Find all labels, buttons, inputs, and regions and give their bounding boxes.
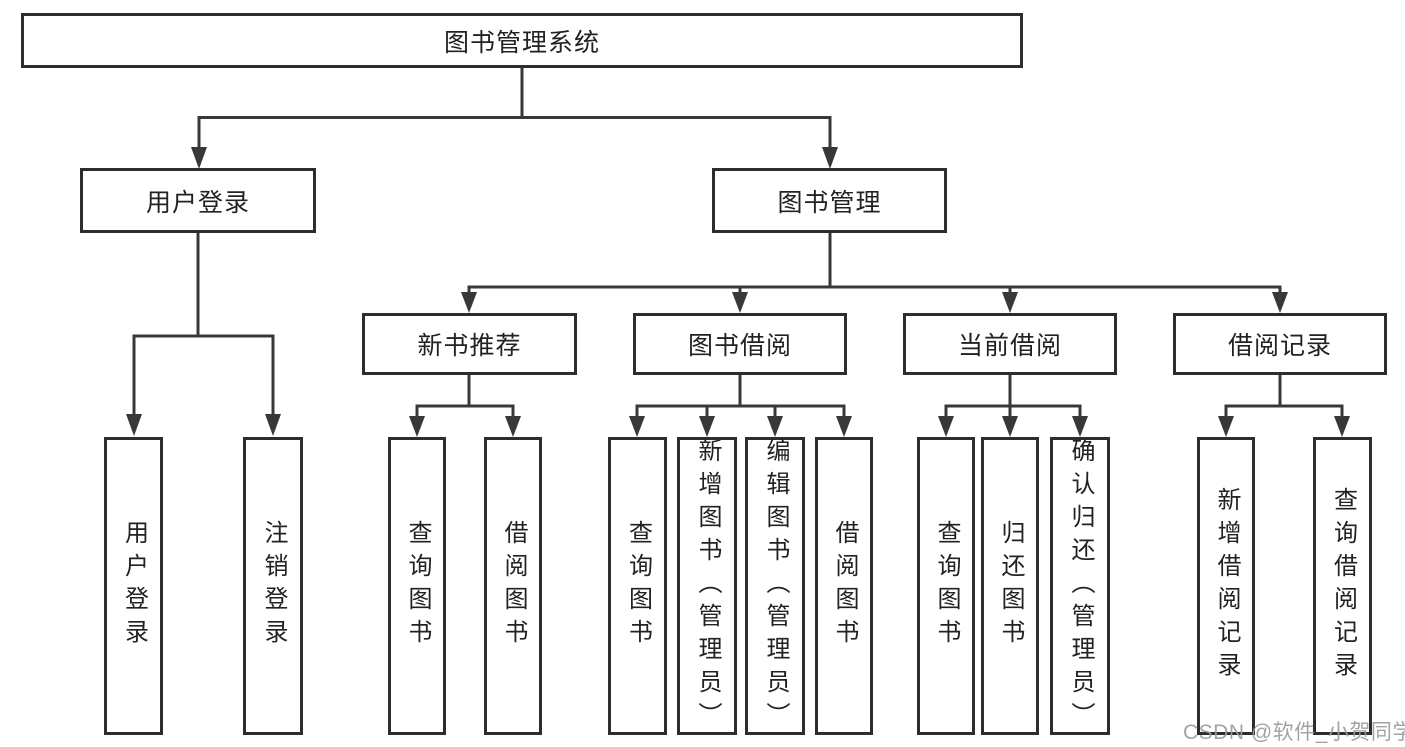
node-label: 借阅图书 xyxy=(831,520,858,652)
node-label: 查询图书 xyxy=(624,520,652,652)
node-label: 新书推荐 xyxy=(417,332,522,360)
leaf-user-login: 用户登录 xyxy=(104,437,163,735)
node-label: 用户登录 xyxy=(120,520,148,652)
node-label: 确认归还（管理员） xyxy=(1067,437,1094,735)
watermark: CSDN @软件_小贺同学 xyxy=(1183,721,1405,744)
node-label: 图书借阅 xyxy=(687,332,792,360)
node-label: 查询借阅记录 xyxy=(1329,487,1357,685)
leaf-borrow-books: 借阅图书 xyxy=(815,437,873,735)
leaf-return-books: 归还图书 xyxy=(981,437,1039,735)
node-label: 用户登录 xyxy=(145,188,250,217)
leaf-query-books-current: 查询图书 xyxy=(917,437,975,735)
node-library-system: 图书管理系统 xyxy=(21,13,1023,68)
leaf-query-borrow-record: 查询借阅记录 xyxy=(1313,437,1372,735)
node-label: 借阅记录 xyxy=(1227,332,1332,360)
node-label: 注销登录 xyxy=(260,520,287,652)
node-label: 图书管理系统 xyxy=(443,28,600,57)
node-book-management: 图书管理 xyxy=(712,168,947,233)
leaf-add-book-admin: 新增图书（管理员） xyxy=(677,437,737,735)
node-new-book-recommend: 新书推荐 xyxy=(362,313,577,375)
node-label: 借阅图书 xyxy=(500,520,527,652)
leaf-logout: 注销登录 xyxy=(243,437,303,735)
node-label: 归还图书 xyxy=(997,520,1024,652)
node-user-login: 用户登录 xyxy=(80,168,316,233)
node-label: 图书管理 xyxy=(777,188,882,217)
leaf-query-books-borrowing: 查询图书 xyxy=(608,437,667,735)
leaf-add-borrow-record: 新增借阅记录 xyxy=(1197,437,1255,735)
node-label: 查询图书 xyxy=(933,520,960,652)
node-current-borrowing: 当前借阅 xyxy=(903,313,1117,375)
node-label: 新增图书（管理员） xyxy=(694,437,721,735)
node-book-borrowing: 图书借阅 xyxy=(633,313,847,375)
node-label: 当前借阅 xyxy=(957,332,1062,360)
leaf-edit-book-admin: 编辑图书（管理员） xyxy=(745,437,805,735)
leaf-borrow-books-recommend: 借阅图书 xyxy=(484,437,542,735)
leaf-confirm-return-admin: 确认归还（管理员） xyxy=(1050,437,1110,735)
node-borrow-records: 借阅记录 xyxy=(1173,313,1387,375)
leaf-query-books-recommend: 查询图书 xyxy=(388,437,446,735)
node-label: 查询图书 xyxy=(404,520,431,652)
node-label: 新增借阅记录 xyxy=(1213,487,1240,685)
node-label: 编辑图书（管理员） xyxy=(762,437,789,735)
